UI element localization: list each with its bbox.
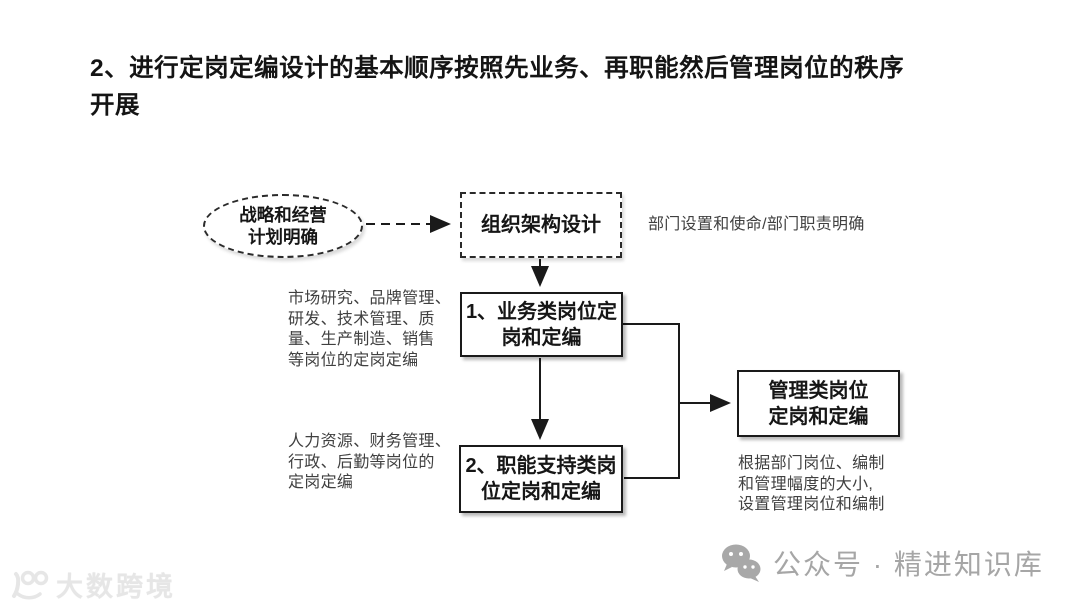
watermark-left-label: 大数跨境: [56, 572, 176, 602]
page-title: 2、进行定岗定编设计的基本顺序按照先业务、再职能然后管理岗位的秩序 开展: [90, 55, 905, 119]
watermark-bottom-left: 大数跨境: [10, 565, 176, 604]
watermark-right-label: 公众号 · 精进知识库: [773, 549, 1044, 580]
business-positions-note: 市场研究、品牌管理、 研发、技术管理、质 量、生产制造、销售 等岗位的定岗定编: [288, 290, 452, 370]
management-positions-box: 管理类岗位 定岗和定编: [737, 370, 900, 437]
watermark-bottom-right: 公众号 · 精进知识库: [719, 543, 1044, 583]
wechat-icon: [722, 544, 761, 582]
management-positions-note: 根据部门岗位、编制 和管理幅度的大小, 设置管理岗位和编制: [738, 455, 885, 514]
function-support-note: 人力资源、财务管理、 行政、后勤等岗位的 定岗定编: [288, 433, 452, 492]
function-support-box: 2、职能支持类岗 位定岗和定编: [459, 445, 623, 513]
business-positions-box: 1、业务类岗位定 岗和定编: [460, 292, 623, 357]
org-design-note: 部门设置和使命/部门职责明确: [648, 216, 865, 233]
org-design-box: 组织架构设计: [460, 192, 622, 258]
strategy-ellipse: 战略和经营 计划明确: [203, 194, 363, 258]
connector-bracket: [623, 323, 680, 479]
dashu-logo-icon: [12, 570, 49, 599]
